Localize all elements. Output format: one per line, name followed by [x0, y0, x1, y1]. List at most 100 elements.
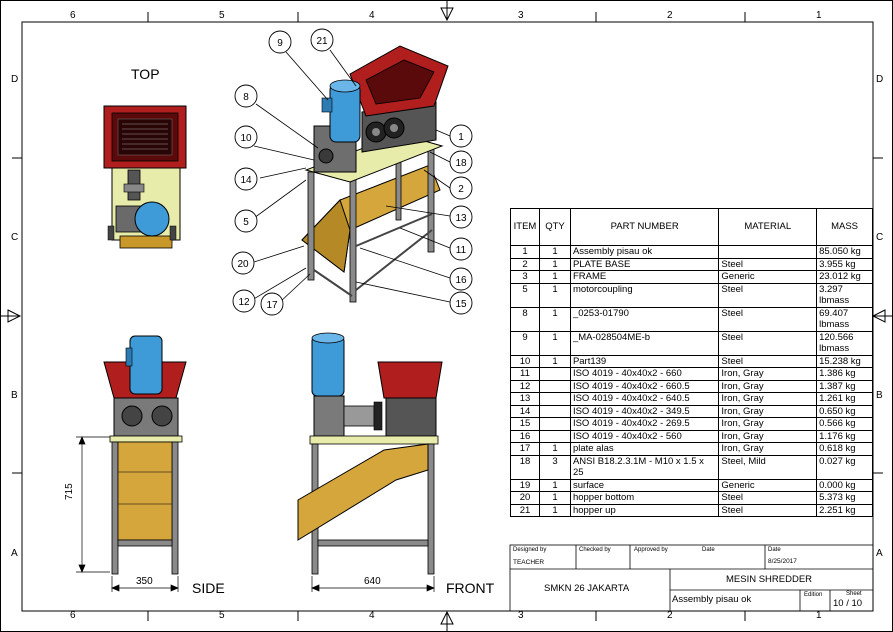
material-cell: Steel: [718, 491, 818, 505]
qty-cell: 1: [538, 478, 571, 492]
item-cell: 17: [510, 442, 540, 456]
mass-cell: 1.261 kg: [816, 392, 873, 406]
callout-label: 8: [243, 92, 249, 103]
mass-cell: 3.955 kg: [816, 257, 873, 271]
item-cell: 21: [510, 503, 540, 517]
item-cell: 8: [510, 306, 540, 332]
item-cell: 15: [510, 417, 540, 431]
checked-by-label: Checked by: [579, 547, 611, 553]
part-number-cell: hopper up: [569, 503, 720, 517]
mass-cell: 5.373 kg: [816, 491, 873, 505]
callout-label: 9: [277, 38, 283, 49]
mass-cell: 0.650 kg: [816, 404, 873, 418]
qty-cell: [538, 404, 571, 418]
material-cell: Iron, Gray: [718, 367, 818, 381]
part-number-cell: _MA-028504ME-b: [569, 330, 720, 356]
front-dimensions: [311, 576, 435, 592]
item-cell: 13: [510, 392, 540, 406]
dimension-side-width: 350: [136, 576, 153, 587]
callout-label: 12: [238, 297, 250, 308]
qty-cell: [538, 392, 571, 406]
part-number-cell: PLATE BASE: [569, 257, 720, 271]
part-number-cell: motorcoupling: [569, 282, 720, 308]
callout-label: 17: [266, 300, 278, 311]
mass-cell: 0.027 kg: [816, 454, 873, 480]
part-number-cell: ISO 4019 - 40x40x2 - 660.5: [569, 379, 720, 393]
material-cell: Steel, Mild: [718, 454, 818, 480]
zone-col-label: 6: [70, 10, 76, 21]
qty-cell: 1: [538, 270, 571, 284]
callout-label: 13: [455, 213, 467, 224]
material-cell: Steel: [718, 503, 818, 517]
qty-cell: 1: [538, 282, 571, 308]
date2: 8/25/2017: [768, 558, 797, 565]
callout-label: 14: [240, 175, 252, 186]
designed-by: TEACHER: [513, 559, 545, 566]
item-cell: 11: [510, 367, 540, 381]
view-label-side: SIDE: [192, 580, 225, 596]
material-cell: Steel: [718, 330, 818, 356]
callout-label: 5: [243, 217, 249, 228]
zone-row-label: C: [11, 232, 19, 243]
header-part-number: PART NUMBER: [569, 208, 720, 246]
header-material: MATERIAL: [718, 208, 818, 246]
sheet-number: 10 / 10: [833, 598, 863, 609]
material-cell: Iron, Gray: [718, 392, 818, 406]
part-number-cell: ANSI B18.2.3.1M - M10 x 1.5 x 25: [569, 454, 720, 480]
date2-label: Date: [768, 547, 781, 553]
zone-row-label: D: [11, 74, 19, 85]
dimension-height: 715: [64, 483, 75, 500]
part-number-cell: FRAME: [569, 270, 720, 284]
item-cell: 18: [510, 454, 540, 480]
school-name: SMKN 26 JAKARTA: [544, 583, 630, 594]
date-label: Date: [702, 547, 715, 553]
qty-cell: 1: [538, 306, 571, 332]
part-number-cell: ISO 4019 - 40x40x2 - 349.5: [569, 404, 720, 418]
callout-balloons: [231, 28, 473, 316]
callout-labels: 9 21 8 10 14 5 20 12 17 1 18 2 13 11 16 …: [237, 36, 467, 311]
item-cell: 2: [510, 257, 540, 271]
mass-cell: 3.297 lbmass: [816, 282, 873, 308]
approved-by-label: Approved by: [634, 547, 668, 553]
item-cell: 10: [510, 354, 540, 368]
dimension-front-width: 640: [364, 576, 381, 587]
zone-row-label: A: [876, 548, 883, 559]
side-view: [103, 335, 187, 575]
sheet-label: Sheet: [846, 591, 862, 597]
zone-ticks: [12, 12, 883, 621]
callout-label: 10: [240, 133, 252, 144]
mass-cell: 0.000 kg: [816, 478, 873, 492]
mass-cell: 69.407 lbmass: [816, 306, 873, 332]
part-number-cell: ISO 4019 - 40x40x2 - 560: [569, 429, 720, 443]
mass-cell: 0.618 kg: [816, 442, 873, 456]
callout-label: 18: [455, 158, 467, 169]
edition-label: Edition: [804, 592, 823, 598]
part-number-cell: ISO 4019 - 40x40x2 - 269.5: [569, 417, 720, 431]
callout-label: 2: [458, 184, 464, 195]
mass-cell: 15.238 kg: [816, 354, 873, 368]
mass-cell: 1.386 kg: [816, 367, 873, 381]
qty-cell: 1: [538, 257, 571, 271]
material-cell: Generic: [718, 270, 818, 284]
qty-cell: [538, 417, 571, 431]
part-number-cell: ISO 4019 - 40x40x2 - 660: [569, 367, 720, 381]
isometric-view: [301, 45, 449, 303]
zone-col-label: 5: [219, 10, 225, 21]
part-number-cell: hopper bottom: [569, 491, 720, 505]
mass-cell: 23.012 kg: [816, 270, 873, 284]
material-cell: Steel: [718, 257, 818, 271]
zone-row-label: A: [11, 548, 18, 559]
